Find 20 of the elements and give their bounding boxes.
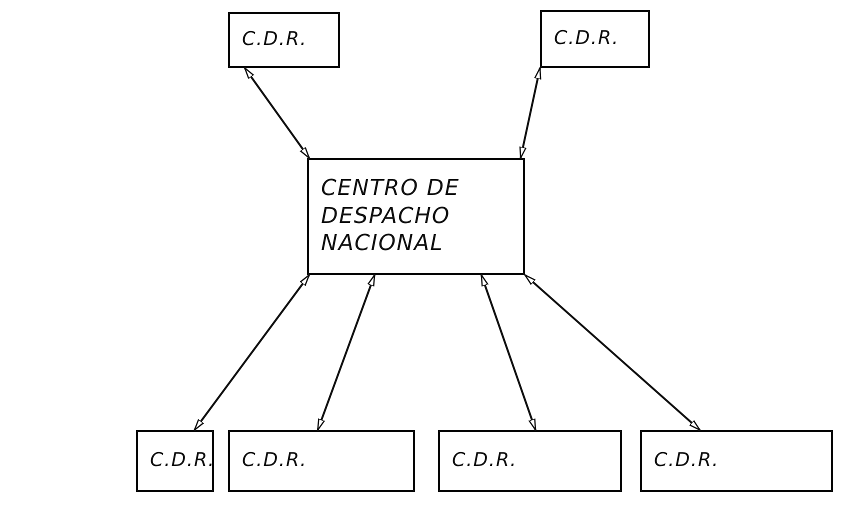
double-arrow (244, 67, 310, 159)
double-arrow (519, 67, 542, 159)
station-box (640, 430, 833, 492)
station-box (228, 12, 340, 68)
box-label: CENTRO DE DESPACHO NACIONAL (321, 175, 461, 258)
station-box (228, 430, 415, 492)
station-box (438, 430, 622, 492)
double-arrow (524, 274, 700, 431)
double-arrow (480, 274, 536, 431)
box-label: C.D.R. (242, 449, 308, 473)
box-label: C.D.R. (554, 27, 620, 51)
central-box (307, 158, 525, 275)
double-arrow (316, 274, 376, 431)
box-label: C.D.R. (654, 449, 720, 473)
box-label: C.D.R. (242, 28, 308, 52)
box-label: C.D.R. (150, 449, 216, 473)
station-box (540, 10, 650, 68)
double-arrow (194, 274, 310, 431)
box-label: C.D.R. (452, 449, 518, 473)
station-box (136, 430, 214, 492)
